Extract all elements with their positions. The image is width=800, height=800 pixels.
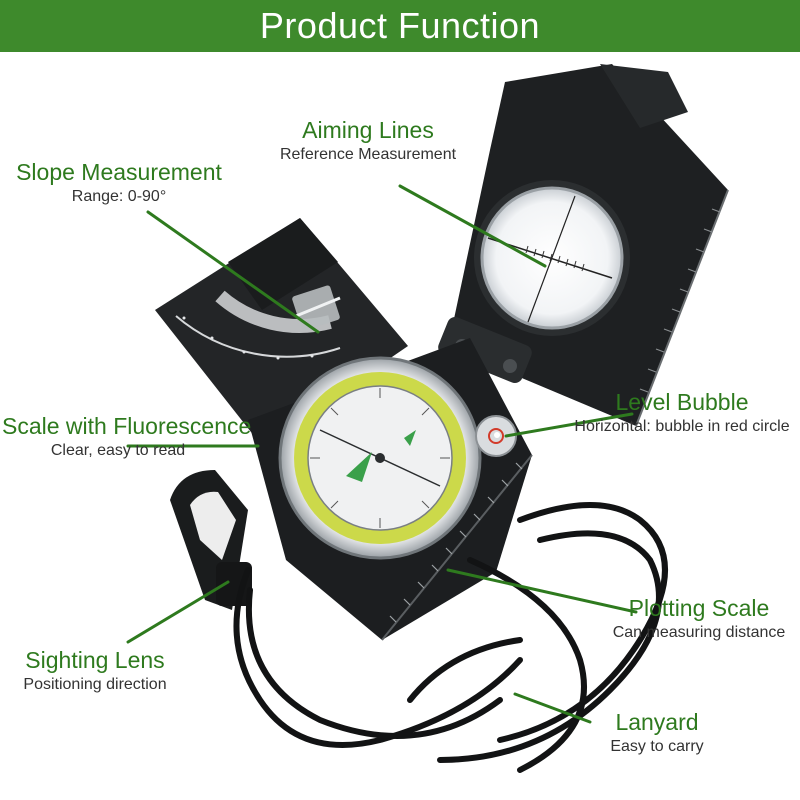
level-bubble [475, 415, 517, 457]
sighting-window [474, 180, 630, 336]
compass-dial [278, 356, 482, 560]
callout-title: Plotting Scale [628, 595, 770, 621]
callout-subtitle: Can measuring distance [612, 624, 786, 641]
leader-lanyard [513, 692, 592, 724]
lid-ruler-ticks [639, 208, 721, 393]
callout-subtitle: Positioning direction [23, 676, 167, 693]
leader-aiming [398, 184, 547, 268]
callout-title: Scale with Fluorescence [2, 413, 252, 439]
page-title: Product Function [259, 5, 541, 46]
callout-subtitle: Horizontal: bubble in red circle [574, 418, 790, 435]
callout-title: Lanyard [615, 709, 699, 735]
callout-level-bubble: Level Bubble Horizontal: bubble in red c… [566, 388, 798, 438]
compass-illustration [155, 64, 729, 773]
callout-subtitle: Range: 0-90° [71, 188, 167, 205]
leader-sighting [126, 580, 230, 644]
callout-slope-measurement: Slope Measurement Range: 0-90° [4, 158, 234, 208]
callout-subtitle: Clear, easy to read [50, 442, 186, 459]
callout-plotting-scale: Plotting Scale Can measuring distance [600, 594, 798, 644]
sighting-bracket [170, 470, 252, 610]
callout-title: Level Bubble [615, 389, 749, 415]
leader-plotting [446, 568, 638, 614]
plotting-scale-ticks [389, 462, 523, 623]
callout-title: Sighting Lens [25, 647, 165, 673]
callout-sighting-lens: Sighting Lens Positioning direction [8, 646, 182, 696]
leader-slope [146, 210, 320, 334]
callout-scale-fluorescence: Scale with Fluorescence Clear, easy to r… [2, 412, 252, 462]
callout-aiming-lines: Aiming Lines Reference Measurement [268, 116, 468, 166]
callout-subtitle: Reference Measurement [279, 146, 457, 163]
callout-title: Aiming Lines [302, 117, 434, 143]
header-banner: Product Function [0, 0, 800, 52]
callout-lanyard: Lanyard Easy to carry [592, 708, 722, 758]
compass-lid [448, 64, 729, 427]
leader-level [504, 412, 634, 438]
callout-title: Slope Measurement [16, 159, 222, 185]
callout-subtitle: Easy to carry [610, 738, 704, 755]
